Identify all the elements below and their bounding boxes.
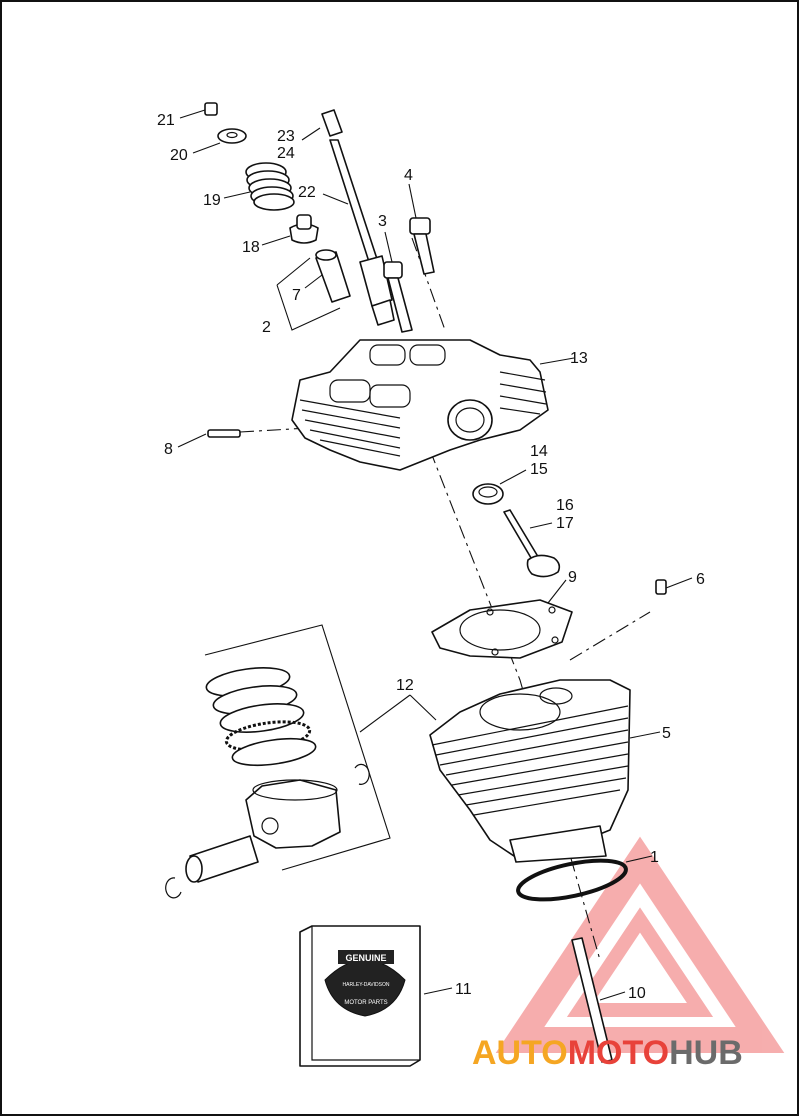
label-21: 21 (157, 112, 175, 129)
label-14: 14 (530, 443, 548, 460)
part-21-keeper (204, 102, 218, 116)
label-4: 4 (404, 167, 413, 184)
watermark-text: AUTOMOTOHUB (472, 1034, 743, 1072)
watermark-part-auto: AUTO (472, 1034, 568, 1072)
label-17: 17 (556, 515, 574, 532)
part-20-retainer (217, 128, 247, 144)
part-13-cylinder-head (291, 339, 549, 471)
part-10-cylinder-stud (571, 937, 613, 1063)
label-3: 3 (378, 213, 387, 230)
label-2: 2 (262, 319, 271, 336)
part-23-fitting (321, 109, 343, 137)
label-18: 18 (242, 239, 260, 256)
label-11: 11 (455, 981, 472, 998)
part-9-head-gasket (431, 599, 573, 659)
piston-pin (185, 835, 259, 883)
label-5: 5 (662, 725, 671, 742)
logo-bottom-text: MOTOR PARTS (344, 1000, 387, 1006)
part-8-stud (207, 429, 241, 438)
label-12: 12 (396, 677, 414, 694)
part-3-bolt (383, 261, 413, 333)
label-10: 10 (628, 985, 646, 1002)
logo-mid-text: HARLEY-DAVIDSON (343, 982, 390, 988)
axis-line-6 (569, 611, 651, 661)
label-24: 24 (277, 145, 295, 162)
part-17-valve (503, 509, 561, 578)
part-4-bolt (409, 217, 435, 275)
part-7-valve-guide (315, 249, 351, 303)
part-11-genuine-parts-box: GENUINE HARLEY-DAVIDSON MOTOR PARTS (299, 925, 421, 1067)
label-6: 6 (696, 571, 705, 588)
watermark-part-hub: HUB (669, 1034, 743, 1072)
label-9: 9 (568, 569, 577, 586)
part-18-valve-seal (289, 214, 319, 244)
label-19: 19 (203, 192, 221, 209)
logo-top-text: GENUINE (345, 953, 386, 963)
label-22: 22 (298, 184, 316, 201)
label-23: 23 (277, 128, 295, 145)
part-6-dowel (655, 579, 667, 595)
label-1: 1 (650, 849, 659, 866)
label-15: 15 (530, 461, 548, 478)
part-5-cylinder (429, 679, 631, 863)
assembly-axis-line (411, 237, 601, 961)
leader-lines (177, 109, 693, 1001)
part-15-valve-seat (472, 483, 504, 505)
piston (245, 779, 341, 849)
part-12-piston-kit-bracket (204, 624, 391, 871)
piston-rings (205, 667, 317, 767)
watermark-part-moto: MOTO (568, 1034, 669, 1072)
label-13: 13 (570, 350, 588, 367)
svg-text:AUTOMOTOHUB: AUTOMOTOHUB (472, 1034, 743, 1072)
part-1-o-ring (516, 858, 628, 902)
callout-labels: 1 2 3 4 5 6 7 8 9 10 11 12 13 14 15 16 1… (157, 112, 705, 1002)
label-16: 16 (556, 497, 574, 514)
watermark-emblem (495, 836, 785, 1053)
label-20: 20 (170, 147, 188, 164)
label-7: 7 (292, 287, 301, 304)
label-8: 8 (164, 441, 173, 458)
pin-clips (165, 763, 370, 899)
part-19-valve-spring (245, 162, 295, 211)
